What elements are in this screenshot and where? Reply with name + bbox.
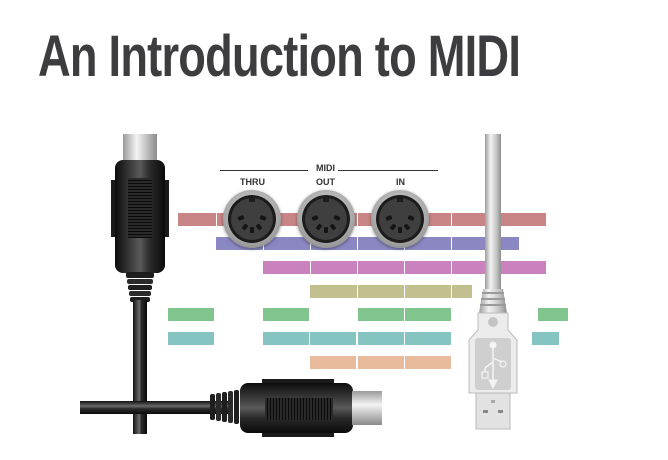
note-bar [358, 308, 404, 321]
note-bar [405, 285, 451, 298]
note-bar [452, 285, 472, 298]
left-midi-cable [111, 134, 169, 434]
page-title: An Introduction to MIDI [38, 24, 521, 89]
note-bar [263, 332, 309, 345]
note-bar [532, 332, 559, 345]
note-bar [168, 332, 214, 345]
usb-icon [481, 341, 507, 390]
note-bar [310, 356, 356, 369]
note-bar [263, 308, 309, 321]
note-bar [405, 308, 451, 321]
port-header-line-right [338, 170, 438, 171]
note-bar [178, 213, 216, 226]
note-bar [499, 237, 519, 250]
port-label-thru: THRU [240, 177, 265, 187]
midi-port-header: MIDI [220, 163, 438, 177]
usb-cable [468, 134, 518, 430]
note-bar [168, 308, 214, 321]
note-bar [311, 261, 357, 274]
note-bar [264, 237, 310, 250]
port-label-in: IN [396, 177, 405, 187]
note-bar [405, 332, 451, 345]
note-bar [499, 213, 546, 226]
midi-out-port-icon [297, 190, 355, 248]
midi-group-label: MIDI [316, 163, 335, 173]
port-label-out: OUT [316, 177, 335, 187]
midi-in-port-icon [371, 190, 429, 248]
note-bar [538, 308, 568, 321]
note-bar [358, 261, 404, 274]
note-bar [499, 261, 546, 274]
note-bar [310, 285, 357, 298]
bottom-midi-cable [80, 379, 382, 437]
note-bar [405, 261, 451, 274]
note-bar [358, 332, 404, 345]
note-bar [405, 356, 451, 369]
midi-thru-port-icon [223, 190, 281, 248]
note-bar [358, 285, 404, 298]
note-bar [310, 332, 356, 345]
note-bar [263, 261, 310, 274]
port-header-line-left [220, 170, 308, 171]
note-bar [358, 356, 404, 369]
